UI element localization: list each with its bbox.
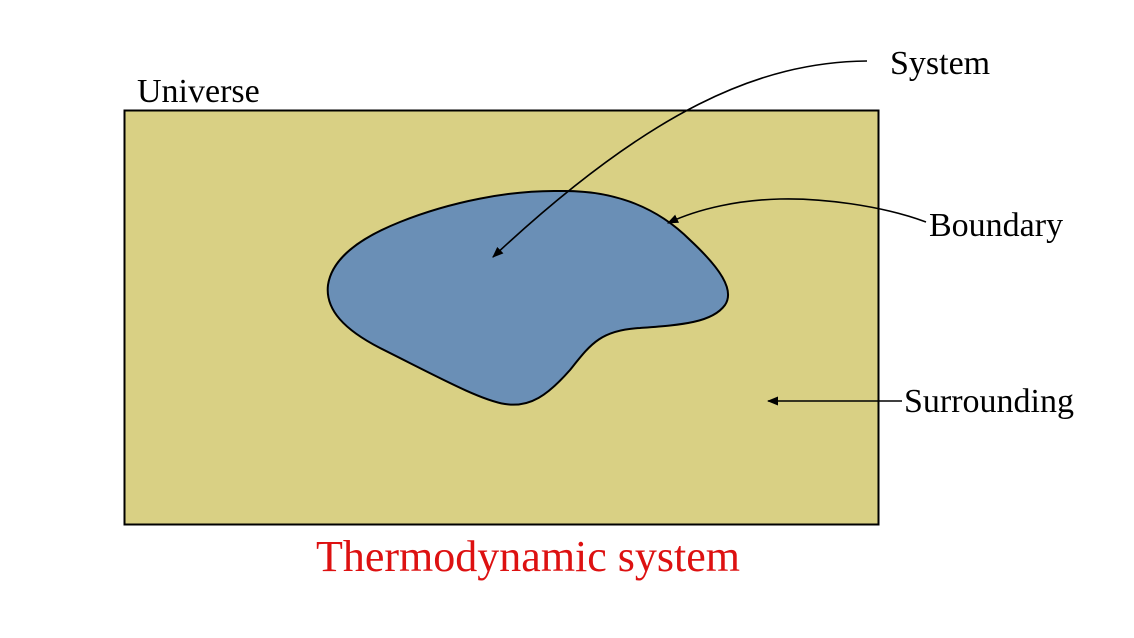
diagram-title: Thermodynamic system xyxy=(316,532,740,581)
system-region xyxy=(326,189,730,406)
boundary-arrow xyxy=(666,198,927,224)
boundary-label: Boundary xyxy=(929,207,1063,244)
system-label: System xyxy=(890,45,990,82)
universe-label: Universe xyxy=(137,73,260,110)
surrounding-label: Surrounding xyxy=(904,383,1074,420)
system-arrow xyxy=(492,60,868,258)
